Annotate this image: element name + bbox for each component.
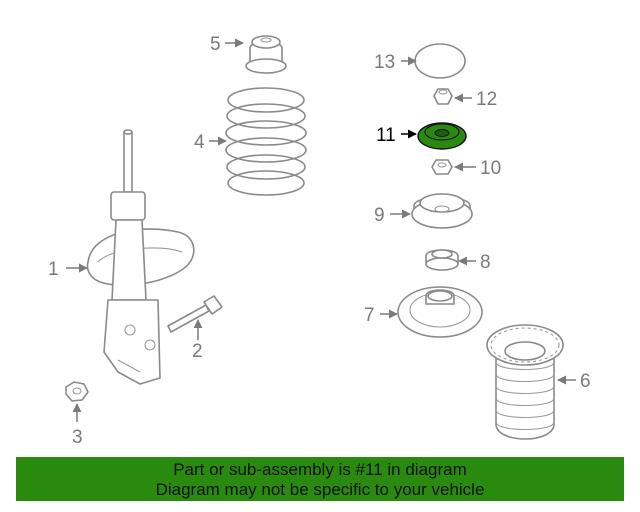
part-9-strut-mount: [411, 193, 473, 229]
callout-label-4: 4: [194, 132, 205, 153]
callout-label-13: 13: [374, 52, 395, 73]
part-13-cap: [414, 43, 466, 79]
banner-line-2: Diagram may not be specific to your vehi…: [155, 480, 485, 499]
callout-label-1: 1: [48, 259, 59, 280]
callout-label-7: 7: [364, 305, 375, 326]
callout-label-2: 2: [192, 341, 203, 362]
callout-label-11: 11: [376, 125, 396, 146]
callout-label-9: 9: [374, 205, 385, 226]
banner-line-1: Part or sub-assembly is #11 in diagram: [173, 460, 467, 479]
callout-label-3: 3: [72, 427, 83, 448]
callout-label-6: 6: [580, 371, 591, 392]
part-1-strut-assembly: [86, 129, 195, 385]
part-6-dust-boot: [486, 324, 564, 440]
part-10-nut: [431, 159, 453, 175]
callout-label-10: 10: [480, 158, 501, 179]
part-3-nut: [65, 381, 89, 402]
part-7-spring-seat: [397, 286, 483, 338]
info-banner: Part or sub-assembly is #11 in diagram D…: [16, 457, 624, 501]
part-8-bearing: [425, 249, 459, 271]
part-12-nut: [433, 88, 453, 105]
callout-label-12: 12: [476, 89, 497, 110]
callout-label-5: 5: [210, 34, 221, 55]
part-11-washer-highlighted: [417, 122, 467, 150]
callout-label-8: 8: [480, 252, 491, 273]
exploded-parts-diagram: 1 2 3 4 5 6 7 8 9 10 11 12 13: [48, 34, 591, 448]
part-2-bolt: [167, 295, 223, 333]
part-4-coil-spring: [225, 87, 307, 196]
part-5-bump-stop: [245, 35, 287, 74]
